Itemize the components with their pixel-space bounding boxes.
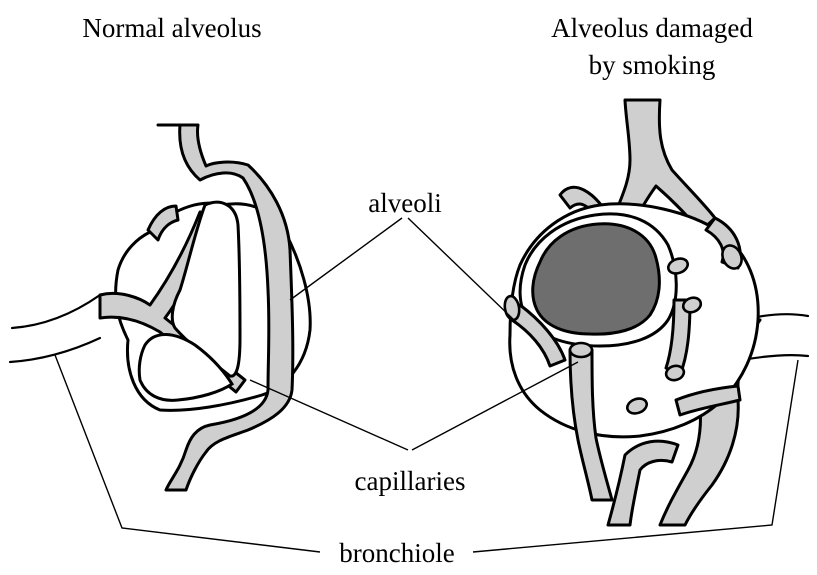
normal-alveolus xyxy=(10,125,310,490)
damaged-alveolus-title-line1: Alveolus damaged xyxy=(551,13,753,43)
damaged-front-tube-end xyxy=(570,343,592,357)
leader-alveoli-left xyxy=(290,218,402,300)
normal-bronchiole-airway xyxy=(10,295,100,362)
damaged-alveolus xyxy=(503,100,808,525)
alveoli-label: alveoli xyxy=(368,188,441,218)
normal-alveolus-title: Normal alveolus xyxy=(82,13,261,43)
capillaries-label: capillaries xyxy=(355,466,466,496)
bronchiole-label: bronchiole xyxy=(339,538,454,568)
damaged-alveolus-title-line2: by smoking xyxy=(589,50,716,80)
